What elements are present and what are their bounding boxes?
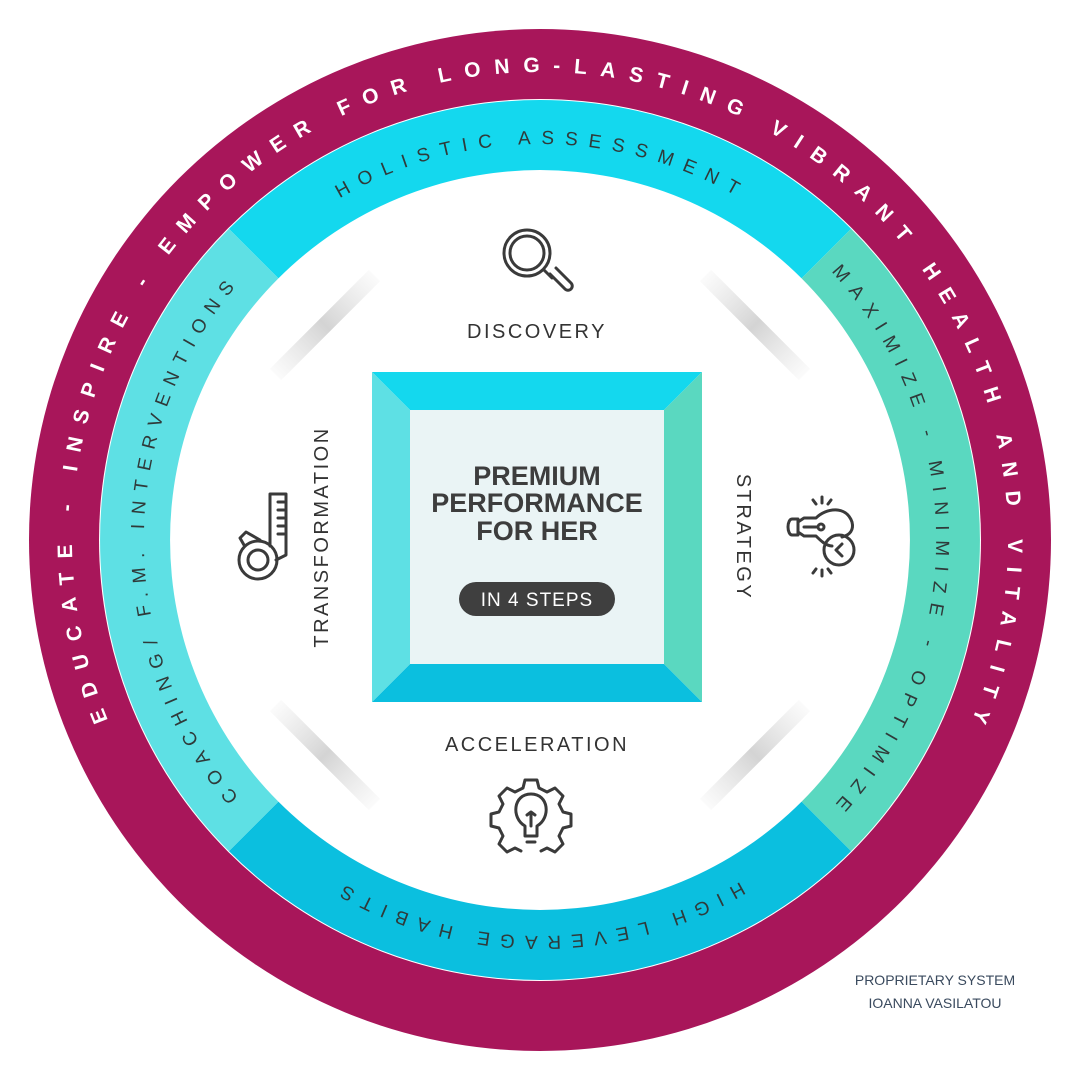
steps-badge-label: IN 4 STEPS	[481, 590, 593, 611]
footer-line-2: IOANNA VASILATOU	[868, 995, 1001, 1011]
diagonal-shadows	[269, 269, 811, 811]
step-label-discovery: DISCOVERY	[467, 321, 607, 343]
step-label-acceleration: ACCELERATION	[445, 734, 629, 756]
center-title-line-2: PERFORMANCE	[431, 488, 643, 518]
center-square	[372, 372, 702, 702]
ring-segment-bottom	[228, 801, 852, 980]
gear-lightbulb-icon	[489, 778, 573, 854]
step-label-strategy: STRATEGY	[732, 474, 754, 600]
lightbulb-clock-icon	[786, 495, 856, 578]
magnifier-icon	[502, 228, 574, 292]
ring-segment-right	[801, 228, 980, 852]
ring-segment-left	[100, 228, 279, 852]
steps-badge	[459, 582, 615, 616]
step-label-transformation: TRANSFORMATION	[311, 426, 333, 647]
tape-measure-icon	[237, 492, 288, 581]
ring-segment-top	[228, 100, 852, 279]
footer-line-1: PROPRIETARY SYSTEM	[855, 972, 1015, 988]
center-title-line-3: FOR HER	[476, 516, 598, 546]
center-title-line-1: PREMIUM	[473, 461, 601, 491]
